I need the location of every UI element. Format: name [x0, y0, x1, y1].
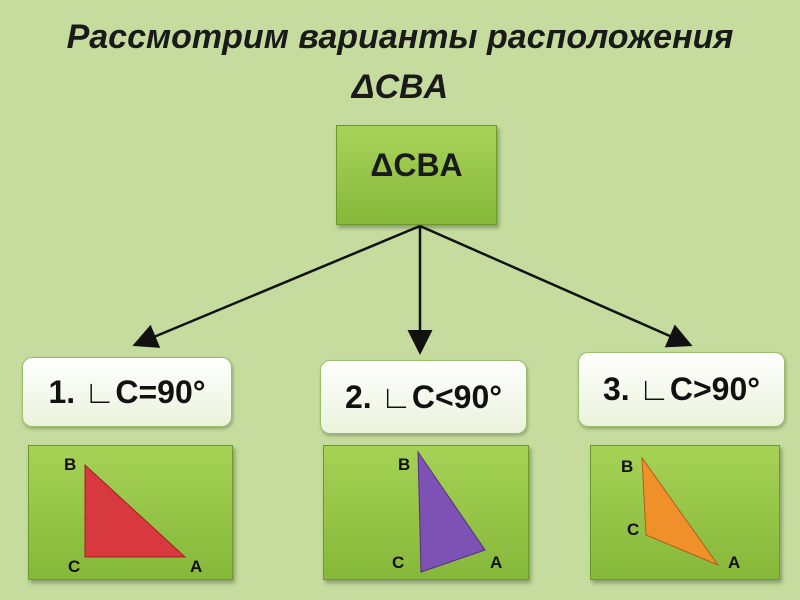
root-node: ΔCBA [336, 125, 497, 225]
vertex-a-1: A [190, 557, 202, 576]
vertex-a-2: A [490, 553, 502, 572]
acute-triangle [417, 450, 486, 573]
vertex-c-2: C [392, 553, 404, 572]
vertex-b-1: B [64, 455, 76, 474]
case-3-figure [590, 445, 780, 580]
vertex-a-3: A [728, 553, 740, 572]
slide-title-line2: ΔCBA [351, 68, 449, 106]
case-1-label: 1. ∟C=90° [22, 357, 232, 427]
arrow-case-3 [419, 224, 693, 348]
obtuse-triangle [641, 456, 720, 567]
vertex-b-2: B [398, 455, 410, 474]
slide-title-line1: Рассмотрим варианты расположения [66, 18, 734, 56]
case-3-label: 3. ∟C>90° [578, 352, 785, 427]
arrow-case-1 [132, 224, 421, 348]
right-triangle [84, 463, 187, 558]
case-2-label: 2. ∟C<90° [320, 360, 527, 434]
vertex-b-3: B [621, 457, 633, 476]
vertex-c-3: C [627, 520, 639, 539]
vertex-c-1: C [68, 557, 80, 576]
